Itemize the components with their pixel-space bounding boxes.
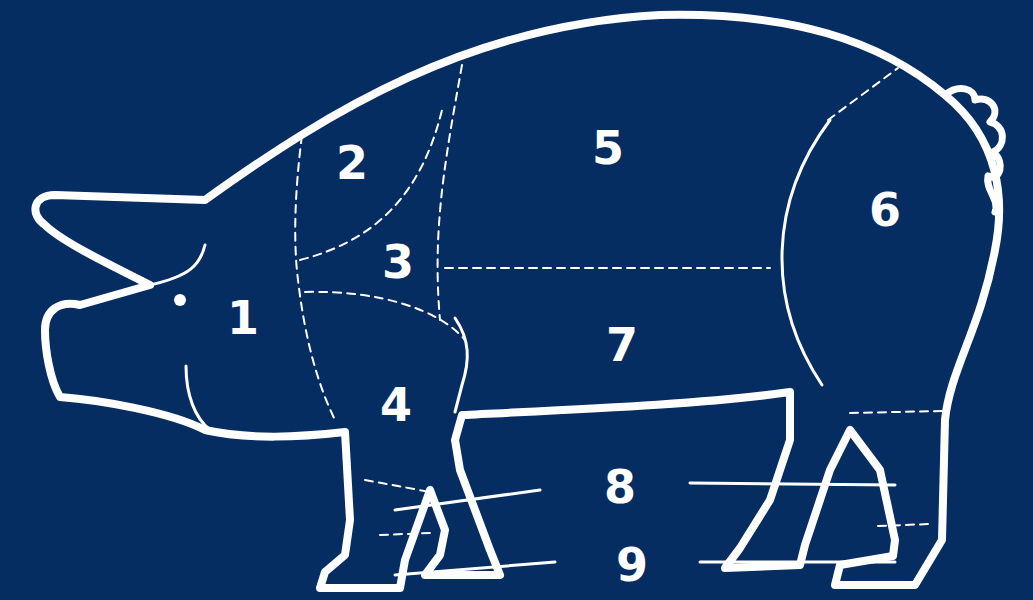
cut-lines bbox=[295, 65, 942, 535]
callout-number: 4 bbox=[380, 382, 412, 428]
pig-outline bbox=[35, 15, 999, 588]
mouth-line bbox=[186, 366, 210, 430]
callout-number: 8 bbox=[604, 464, 636, 510]
callout-number: 5 bbox=[592, 125, 624, 171]
pig-eye bbox=[174, 294, 186, 306]
callout-number: 6 bbox=[869, 187, 901, 233]
callout-number: 1 bbox=[227, 295, 259, 341]
callout-number: 3 bbox=[382, 239, 414, 285]
pig-tail bbox=[945, 89, 1002, 212]
callout-number: 2 bbox=[336, 140, 368, 186]
callout-number: 9 bbox=[616, 542, 648, 588]
ear-line bbox=[150, 245, 205, 285]
callout-number: 7 bbox=[606, 322, 638, 368]
ham-line bbox=[782, 120, 830, 385]
